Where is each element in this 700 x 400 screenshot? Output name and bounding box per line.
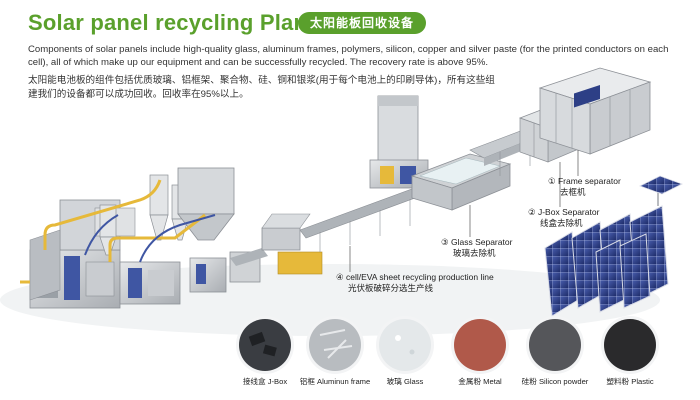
callout-frame-en: ① Frame separator: [548, 176, 621, 186]
callout-jbox-en: ② J-Box Separator: [528, 207, 600, 217]
material-label-plastic: 塑料粉 Plastic: [606, 377, 654, 386]
material-label-aluminum: 铝框 Aluminun frame: [299, 377, 371, 386]
material-plastic: [604, 319, 656, 371]
callout-cell-eva-line: ④ cell/EVA sheet recycling production li…: [336, 272, 494, 294]
description-english: Components of solar panels include high-…: [28, 44, 669, 68]
callout-leaders: [349, 150, 579, 272]
material-samples: [236, 316, 659, 374]
material-glass: [379, 319, 431, 371]
crushing-plant: [20, 167, 261, 309]
callout-jbox-zh: 线盒去除机: [540, 218, 583, 228]
frame-separator: [538, 67, 652, 155]
material-label-jbox: 接线盒 J-Box: [242, 377, 288, 386]
motor-icon: [128, 268, 142, 298]
callout-glass-zh: 玻璃去除机: [453, 248, 496, 258]
material-label-glass: 玻璃 Glass: [386, 377, 424, 386]
material-aluminum: [309, 319, 361, 371]
material-metal: [454, 319, 506, 371]
motor-icon: [196, 264, 206, 284]
material-label-silicon: 硅粉 Silicon powder: [521, 377, 589, 386]
feeding-hopper: [277, 251, 323, 275]
material-jbox: [239, 319, 291, 371]
solar-panels: [544, 175, 684, 317]
title-badge: 太阳能板回收设备: [298, 12, 427, 34]
description-chinese: 太阳能电池板的组件包括优质玻璃、铝框架、聚合物、硅、铜和银浆(用于每个电池上的印…: [28, 75, 495, 100]
callout-glass-en: ③ Glass Separator: [441, 237, 513, 247]
callout-frame-separator: ① Frame separator 去框机: [548, 176, 621, 198]
callout-cell-en: ④ cell/EVA sheet recycling production li…: [336, 272, 494, 282]
material-label-metal: 金属粉 Metal: [458, 377, 502, 386]
feeding-conveyor: [230, 185, 427, 275]
callout-cell-zh: 光伏板破碎分选生产线: [348, 283, 434, 293]
material-silicon: [529, 319, 581, 371]
page-title: Solar panel recycling Plant: [28, 10, 315, 35]
panel-on-line: [574, 85, 600, 108]
callout-jbox-separator: ② J-Box Separator 线盒去除机: [528, 207, 599, 229]
motor-icon: [64, 256, 80, 300]
callout-glass-separator: ③ Glass Separator 玻璃去除机: [441, 237, 512, 259]
callout-frame-zh: 去框机: [560, 187, 586, 197]
